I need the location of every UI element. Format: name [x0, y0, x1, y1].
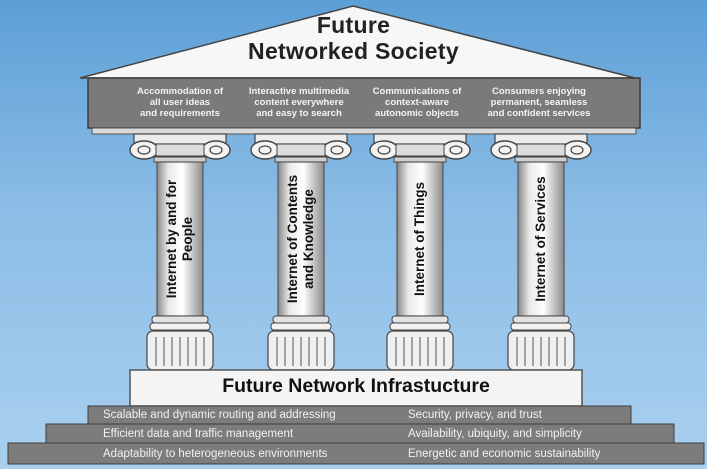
step-3 — [7, 442, 705, 465]
roof-title: Future Networked Society — [150, 12, 557, 64]
column-3-volute-right-inner — [449, 145, 463, 155]
column-2-volute-right-inner — [330, 145, 344, 155]
column-1-volute-left — [129, 140, 159, 160]
step-2-left-text: Efficient data and traffic management — [103, 428, 294, 440]
frieze-ledge — [91, 127, 637, 135]
column-1-volute-right — [201, 140, 231, 160]
column-2-echinus — [276, 143, 326, 157]
column-1-torus-upper — [151, 315, 209, 324]
column-4-torus-lower — [510, 322, 572, 331]
step-2-right-text: Availability, ubiquity, and simplicity — [408, 428, 582, 440]
step-3-left-text: Adaptability to heterogeneous environmen… — [103, 448, 328, 460]
column-2-volute-left — [250, 140, 280, 160]
column-4-echinus — [516, 143, 566, 157]
step-1-left-text: Scalable and dynamic routing and address… — [103, 409, 336, 421]
pillar-label-1: Internet by and for People — [164, 179, 195, 299]
column-3-torus-lower — [389, 322, 451, 331]
infrastructure-title: Future Network Infrastucture — [222, 375, 490, 397]
column-3-volute-right — [441, 140, 471, 160]
pillar-label-4: Internet of Services — [533, 176, 548, 302]
frieze-text-4: Consumers enjoying permanent, seamless a… — [487, 86, 591, 119]
column-4-torus-upper — [512, 315, 570, 324]
roof-title-line1: Future — [316, 12, 391, 38]
column-1-echinus — [155, 143, 205, 157]
column-4-volute-left-inner — [498, 145, 512, 155]
pillar-label-3: Internet of Things — [412, 182, 427, 296]
step-3-right-text: Energetic and economic sustainability — [408, 448, 601, 460]
column-1-shaft — [156, 161, 204, 317]
frieze-text-1: Accommodation of all user ideas and requ… — [136, 86, 224, 119]
column-1-volute-right-inner — [209, 145, 223, 155]
column-2-torus-lower — [270, 322, 332, 331]
column-1-volute-left-inner — [137, 145, 151, 155]
column-3-shaft — [396, 161, 444, 317]
column-3-volute-left — [369, 140, 399, 160]
column-1-torus-lower — [149, 322, 211, 331]
pillar-label-2: Internet of Contents and Knowledge — [285, 174, 316, 304]
frieze-band — [87, 77, 641, 129]
column-3-volute-left-inner — [377, 145, 391, 155]
column-4-volute-right — [562, 140, 592, 160]
step-1-right-text: Security, privacy, and trust — [408, 409, 542, 421]
roof-title-line2: Networked Society — [248, 38, 459, 64]
column-3-neck — [393, 156, 447, 163]
frieze-text-2: Interactive multimedia content everywher… — [248, 86, 350, 119]
column-4-volute-left — [490, 140, 520, 160]
column-3-torus-upper — [391, 315, 449, 324]
column-2-neck — [274, 156, 328, 163]
column-4-shaft — [517, 161, 565, 317]
column-2-torus-upper — [272, 315, 330, 324]
column-1-neck — [153, 156, 207, 163]
column-3-echinus — [395, 143, 445, 157]
column-4-neck — [514, 156, 568, 163]
frieze-text-3: Communications of context-aware autonomi… — [372, 86, 462, 119]
column-2-volute-right — [322, 140, 352, 160]
base-block — [129, 369, 583, 407]
column-2-volute-left-inner — [258, 145, 272, 155]
column-4-volute-right-inner — [570, 145, 584, 155]
